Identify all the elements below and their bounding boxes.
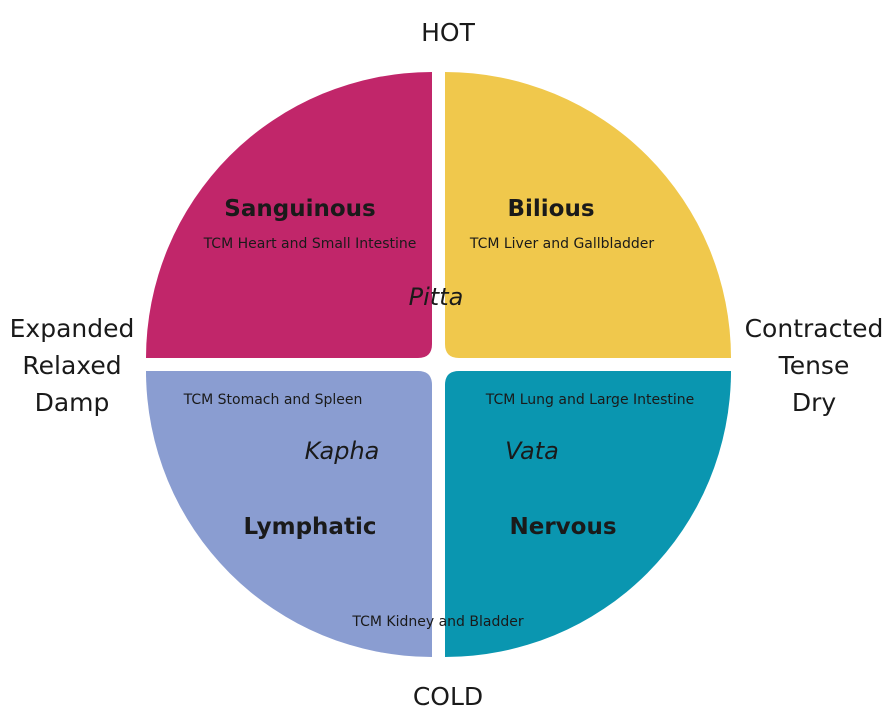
- quadrant-nervous: [445, 371, 731, 657]
- organs-lung-large-intestine: TCM Lung and Large Intestine: [485, 392, 695, 408]
- axis-label-left: Expanded Relaxed Damp: [0, 310, 144, 421]
- axis-label-hot: HOT: [421, 18, 475, 47]
- organs-kidney-bladder: TCM Kidney and Bladder: [352, 614, 524, 630]
- organs-liver-gallbladder: TCM Liver and Gallbladder: [469, 236, 655, 252]
- dosha-kapha: Kapha: [304, 437, 380, 465]
- axis-right-line-2: Tense: [778, 351, 850, 380]
- quadrant-title-lymphatic: Lymphatic: [243, 514, 377, 540]
- axis-label-cold: COLD: [412, 682, 484, 711]
- quadrant-sanguinous: [146, 72, 432, 358]
- quadrant-title-bilious: Bilious: [507, 196, 595, 222]
- quadrant-title-nervous: Nervous: [509, 514, 617, 540]
- dosha-pitta: Pitta: [408, 283, 464, 311]
- quadrant-title-sanguinous: Sanguinous: [224, 196, 376, 222]
- axis-right-line-3: Dry: [791, 388, 837, 417]
- axis-label-right: Contracted Tense Dry: [736, 310, 892, 421]
- axis-left-line-2: Relaxed: [22, 351, 122, 380]
- organs-stomach-spleen: TCM Stomach and Spleen: [183, 392, 363, 408]
- axis-left-line-1: Expanded: [9, 314, 135, 343]
- axis-left-line-3: Damp: [34, 388, 110, 417]
- organs-heart-small-intestine: TCM Heart and Small Intestine: [203, 236, 417, 252]
- dosha-vata: Vata: [505, 437, 559, 465]
- quadrant-bilious: [445, 72, 731, 358]
- axis-right-line-1: Contracted: [744, 314, 884, 343]
- quadrant-lymphatic: [146, 371, 432, 657]
